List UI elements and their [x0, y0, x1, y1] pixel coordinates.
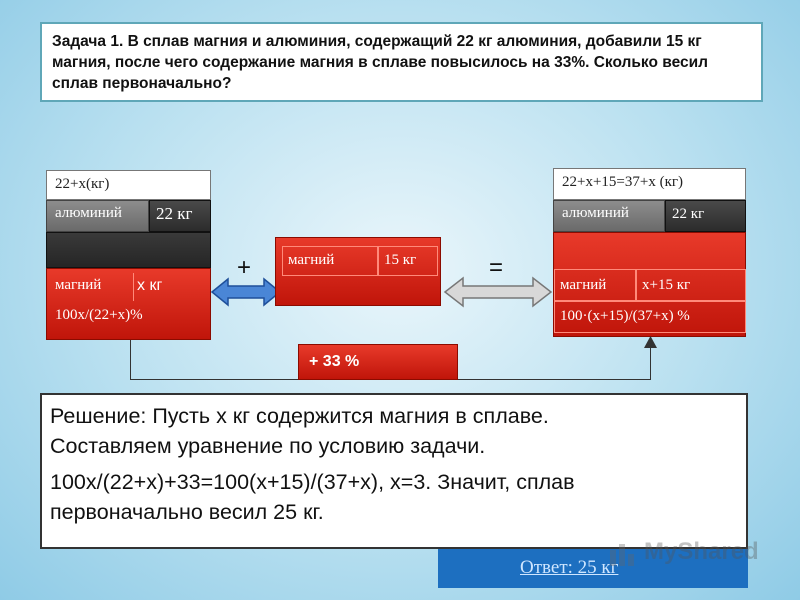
left-aluminum-fill	[46, 232, 211, 268]
double-arrow-icon	[443, 276, 553, 308]
watermark-text: MyShared	[644, 538, 759, 565]
task-statement: Задача 1. В сплав магния и алюминия, сод…	[40, 22, 763, 102]
answer-bar[interactable]: Ответ: 25 кг	[438, 548, 748, 588]
right-aluminum-label: алюминий	[553, 200, 665, 232]
left-magnesium-label: магний	[55, 277, 102, 293]
right-magnesium-box: магний х+15 кг 100·(х+15)/(37+х) %	[553, 232, 746, 337]
solution-box: Решение: Пусть х кг содержится магния в …	[40, 393, 748, 549]
middle-magnesium-value: 15 кг	[384, 252, 417, 268]
plus-sign: +	[237, 254, 252, 281]
solution-line-3: 100х/(22+х)+33=100(х+15)/(37+х), х=3. Зн…	[50, 470, 575, 494]
middle-magnesium-box: магний 15 кг	[275, 237, 441, 306]
right-aluminum-value: 22 кг	[665, 200, 746, 232]
watermark: MyShared	[608, 536, 768, 576]
increase-box: + 33 %	[298, 344, 458, 380]
task-text: Задача 1. В сплав магния и алюминия, сод…	[52, 33, 708, 92]
right-percent: 100·(х+15)/(37+х) %	[560, 308, 690, 324]
arrow-up-icon	[644, 336, 657, 348]
left-aluminum-label: алюминий	[46, 200, 149, 232]
solution-line-2: Составляем уравнение по условию задачи.	[50, 434, 486, 458]
equals-sign: =	[489, 254, 504, 281]
connector-line	[130, 340, 131, 380]
middle-magnesium-label: магний	[288, 252, 335, 268]
answer-link[interactable]: Ответ: 25 кг	[520, 557, 619, 578]
left-magnesium-box: магний х кг 100х/(22+х)%	[46, 268, 211, 340]
left-percent: 100х/(22+х)%	[55, 307, 143, 323]
double-arrow-icon	[210, 277, 282, 307]
chart-logo-icon	[610, 544, 634, 566]
solution-line-1: Решение: Пусть х кг содержится магния в …	[50, 404, 549, 428]
right-magnesium-value: х+15 кг	[642, 277, 691, 293]
left-magnesium-value: х кг	[137, 277, 163, 294]
solution-line-4: первоначально весил 25 кг.	[50, 500, 324, 524]
left-caption: 22+х(кг)	[46, 170, 211, 200]
left-aluminum-value: 22 кг	[149, 200, 211, 232]
increase-label: + 33 %	[309, 353, 360, 370]
connector-line	[650, 345, 651, 380]
right-magnesium-label: магний	[560, 277, 607, 293]
right-caption: 22+х+15=37+х (кг)	[553, 168, 746, 200]
